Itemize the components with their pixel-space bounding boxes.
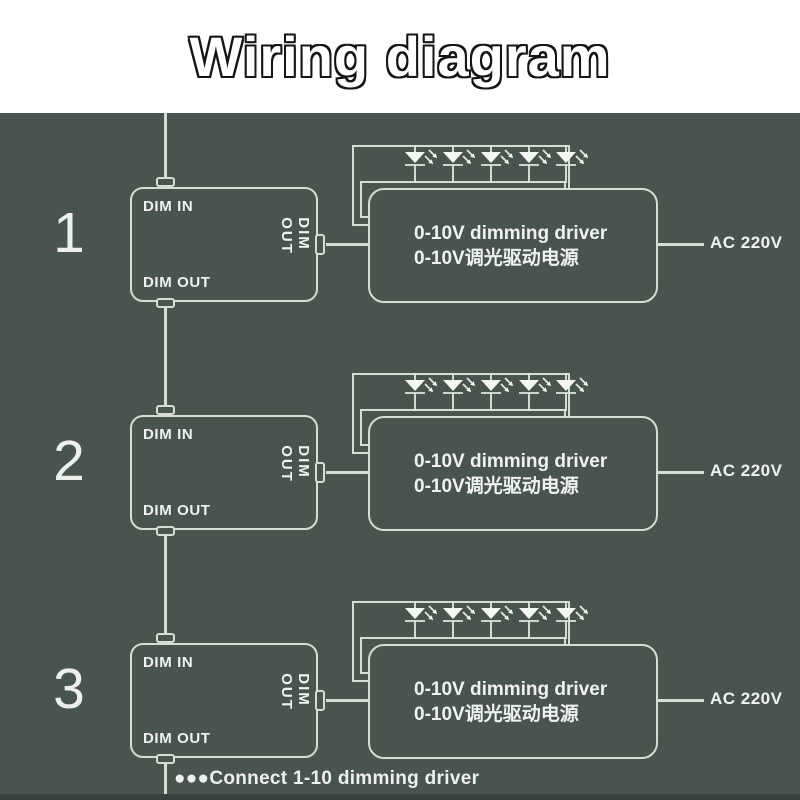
dim-out-port <box>156 754 175 764</box>
dim-out-side-label: DIM OUT <box>278 444 312 483</box>
driver-box: 0-10V dimming driver 0-10V调光驱动电源 <box>368 416 658 531</box>
driver-label-en: 0-10V dimming driver <box>414 678 608 700</box>
led-icon <box>556 145 589 183</box>
dim-bus-wire-top <box>164 113 167 180</box>
dim-bus-wire-2-to-3 <box>164 536 167 637</box>
title-banner: Wiring diagram <box>0 0 800 113</box>
ac-wire <box>655 471 704 474</box>
led-icon <box>443 373 476 411</box>
dim-bus-wire-bottom <box>164 764 167 800</box>
bottom-strip <box>0 794 800 800</box>
led-icon <box>481 601 514 639</box>
led-icon <box>519 145 552 183</box>
driver-label: 0-10V dimming driver 0-10V调光驱动电源 <box>414 449 607 499</box>
dim-bus-wire-1-to-2 <box>164 308 167 409</box>
dim-out-label: DIM OUT <box>143 274 211 291</box>
led-icon <box>443 601 476 639</box>
dim-out-label: DIM OUT <box>143 730 211 747</box>
led-icon <box>556 373 589 411</box>
dim-out-side-port <box>315 690 325 711</box>
circuit-row-1: 1 DIM IN DIM OUT DIM OUT 0-10V dimming d… <box>0 131 800 361</box>
dim-out-to-driver-wire <box>326 699 370 702</box>
led-row <box>352 373 589 411</box>
dim-out-label: DIM OUT <box>143 502 211 519</box>
driver-label-cn: 0-10V调光驱动电源 <box>414 703 579 725</box>
dim-out-side-port <box>315 234 325 255</box>
dim-out-side-label: DIM OUT <box>278 672 312 711</box>
driver-box: 0-10V dimming driver 0-10V调光驱动电源 <box>368 188 658 303</box>
dim-in-label: DIM IN <box>143 198 194 215</box>
dim-out-to-driver-wire <box>326 243 370 246</box>
dim-out-side-label: DIM OUT <box>278 216 312 255</box>
ac-wire <box>655 699 704 702</box>
driver-box: 0-10V dimming driver 0-10V调光驱动电源 <box>368 644 658 759</box>
driver-label-cn: 0-10V调光驱动电源 <box>414 247 579 269</box>
row-number: 3 <box>53 657 85 721</box>
led-icon <box>519 373 552 411</box>
led-icon <box>443 145 476 183</box>
dim-in-label: DIM IN <box>143 654 194 671</box>
dim-out-to-driver-wire <box>326 471 370 474</box>
page-title: Wiring diagram <box>188 24 611 90</box>
driver-label-cn: 0-10V调光驱动电源 <box>414 475 579 497</box>
dimmer-module-box: DIM IN DIM OUT DIM OUT <box>130 643 318 758</box>
led-row <box>352 145 589 183</box>
ac-label: AC 220V <box>710 461 783 480</box>
driver-label: 0-10V dimming driver 0-10V调光驱动电源 <box>414 221 607 271</box>
driver-label-en: 0-10V dimming driver <box>414 222 608 244</box>
dim-out-port <box>156 298 175 308</box>
led-row <box>352 601 589 639</box>
circuit-row-2: 2 DIM IN DIM OUT DIM OUT 0-10V dimming d… <box>0 359 800 589</box>
row-number: 1 <box>53 201 85 265</box>
dim-in-port <box>156 177 175 187</box>
dim-out-port <box>156 526 175 536</box>
led-icon <box>481 145 514 183</box>
dimmer-module-box: DIM IN DIM OUT DIM OUT <box>130 187 318 302</box>
led-icon <box>405 373 438 411</box>
dim-in-label: DIM IN <box>143 426 194 443</box>
driver-label: 0-10V dimming driver 0-10V调光驱动电源 <box>414 677 607 727</box>
dim-in-port <box>156 633 175 643</box>
footer-note: ●●●Connect 1-10 dimming driver <box>174 768 480 789</box>
dim-in-port <box>156 405 175 415</box>
ac-wire <box>655 243 704 246</box>
ac-label: AC 220V <box>710 233 783 252</box>
led-icon <box>405 145 438 183</box>
led-icon <box>405 601 438 639</box>
led-icon <box>481 373 514 411</box>
dimmer-module-box: DIM IN DIM OUT DIM OUT <box>130 415 318 530</box>
led-icon <box>519 601 552 639</box>
circuit-row-3: 3 DIM IN DIM OUT DIM OUT 0-10V dimming d… <box>0 587 800 800</box>
dim-out-side-port <box>315 462 325 483</box>
led-icon <box>556 601 589 639</box>
row-number: 2 <box>53 429 85 493</box>
driver-label-en: 0-10V dimming driver <box>414 450 608 472</box>
ac-label: AC 220V <box>710 689 783 708</box>
